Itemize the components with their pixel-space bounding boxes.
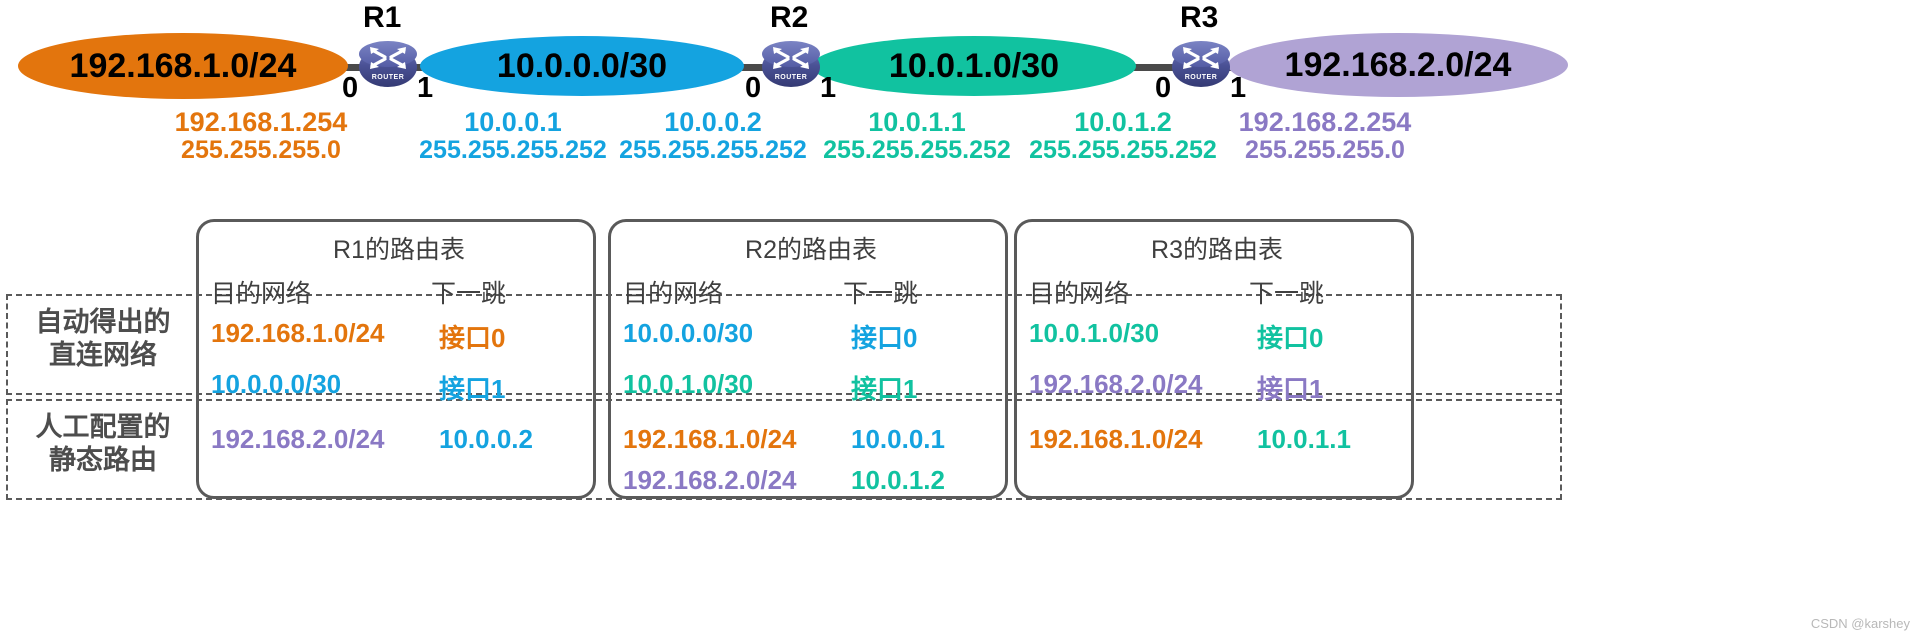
interface-mask: 255.255.255.252 xyxy=(823,136,1011,165)
route-nexthop: 接口1 xyxy=(439,374,506,404)
routing-table-title: R2的路由表 xyxy=(745,236,877,264)
category-label-line2: 静态路由 xyxy=(49,444,157,475)
router-name-r2: R2 xyxy=(770,1,809,34)
route-dest: 192.168.2.0/24 xyxy=(211,424,385,454)
category-label-line1: 自动得出的 xyxy=(35,307,171,337)
link-r3-left xyxy=(1128,64,1174,71)
column-header-nexthop: 下一跳 xyxy=(1249,280,1325,308)
routing-table-title: R3的路由表 xyxy=(1151,236,1283,264)
interface-mask: 255.255.255.0 xyxy=(181,136,341,165)
route-nexthop: 10.0.1.1 xyxy=(1257,424,1351,454)
routing-table-r3: R3的路由表 目的网络 下一跳 10.0.1.0/30 接口0 192.168.… xyxy=(1014,219,1414,499)
category-label-static: 人工配置的 静态路由 xyxy=(14,411,192,477)
route-dest: 192.168.1.0/24 xyxy=(211,318,385,348)
column-header-destination: 目的网络 xyxy=(623,280,724,308)
network-cloud-192-168-1-0: 192.168.1.0/24 xyxy=(18,33,348,99)
route-dest: 192.168.2.0/24 xyxy=(1029,369,1203,399)
router-r3-port-0: 0 xyxy=(1155,72,1172,104)
interface-mask: 255.255.255.0 xyxy=(1245,136,1405,165)
router-icon[interactable]: ROUTER xyxy=(762,41,820,93)
category-band-direct xyxy=(6,294,1562,395)
network-topology: 192.168.1.0/24 10.0.0.0/30 10.0.1.0/30 1… xyxy=(0,0,1920,200)
router-arrows-icon xyxy=(1183,47,1219,69)
column-header-nexthop: 下一跳 xyxy=(843,280,919,308)
network-cloud-10-0-1-0: 10.0.1.0/30 xyxy=(812,36,1136,96)
interface-addr-r2-e0: 10.0.0.2 255.255.255.252 xyxy=(608,107,818,165)
route-dest: 192.168.1.0/24 xyxy=(1029,424,1203,454)
interface-ip: 10.0.0.2 xyxy=(664,107,762,137)
route-dest: 10.0.1.0/30 xyxy=(623,369,754,399)
interface-addr-r3-e0: 10.0.1.2 255.255.255.252 xyxy=(1018,107,1228,165)
interface-ip: 10.0.1.2 xyxy=(1074,107,1172,137)
interface-addr-r2-e1: 10.0.1.1 255.255.255.252 xyxy=(812,107,1022,165)
route-dest: 10.0.0.0/30 xyxy=(623,318,754,348)
router-r2-port-1: 1 xyxy=(820,72,837,104)
route-dest: 10.0.0.0/30 xyxy=(211,369,342,399)
route-nexthop: 10.0.0.2 xyxy=(439,424,533,454)
route-dest: 192.168.1.0/24 xyxy=(623,424,797,454)
category-band-static xyxy=(6,399,1562,500)
route-nexthop: 接口0 xyxy=(439,323,506,353)
link-r1-left xyxy=(330,64,376,71)
route-nexthop: 接口0 xyxy=(1257,323,1324,353)
router-caption: ROUTER xyxy=(1184,74,1218,81)
category-label-line2: 直连网络 xyxy=(49,339,157,370)
network-label: 192.168.2.0/24 xyxy=(1284,45,1512,84)
network-label: 10.0.0.0/30 xyxy=(496,46,668,85)
interface-ip: 10.0.0.1 xyxy=(464,107,562,137)
routing-table-r2: R2的路由表 目的网络 下一跳 10.0.0.0/30 接口0 10.0.1.0… xyxy=(608,219,1008,499)
route-dest: 10.0.1.0/30 xyxy=(1029,318,1160,348)
route-nexthop: 接口1 xyxy=(1257,374,1324,404)
route-nexthop: 接口0 xyxy=(851,323,918,353)
router-caption: ROUTER xyxy=(774,74,808,81)
route-nexthop: 10.0.1.2 xyxy=(851,465,945,495)
route-dest: 192.168.2.0/24 xyxy=(623,465,797,495)
router-r2-port-0: 0 xyxy=(745,72,762,104)
route-nexthop: 10.0.0.1 xyxy=(851,424,945,454)
column-header-destination: 目的网络 xyxy=(211,280,312,308)
route-nexthop: 接口1 xyxy=(851,374,918,404)
interface-mask: 255.255.255.252 xyxy=(1029,136,1217,165)
router-name-r1: R1 xyxy=(363,1,402,34)
routing-table-title: R1的路由表 xyxy=(333,236,465,264)
interface-addr-r1-e0: 192.168.1.254 255.255.255.0 xyxy=(156,107,366,165)
watermark: CSDN @karshey xyxy=(1810,616,1910,631)
interface-ip: 10.0.1.1 xyxy=(868,107,966,137)
router-caption: ROUTER xyxy=(371,74,405,81)
category-label-direct: 自动得出的 直连网络 xyxy=(14,306,192,372)
column-header-destination: 目的网络 xyxy=(1029,280,1130,308)
router-icon[interactable]: ROUTER xyxy=(1172,41,1230,93)
column-header-nexthop: 下一跳 xyxy=(431,280,507,308)
interface-ip: 192.168.1.254 xyxy=(174,107,348,137)
network-cloud-192-168-2-0: 192.168.2.0/24 xyxy=(1228,33,1568,97)
interface-mask: 255.255.255.252 xyxy=(619,136,807,165)
router-name-r3: R3 xyxy=(1180,1,1219,34)
router-arrows-icon xyxy=(773,47,809,69)
router-icon[interactable]: ROUTER xyxy=(359,41,417,93)
interface-ip: 192.168.2.254 xyxy=(1238,107,1412,137)
network-cloud-10-0-0-0: 10.0.0.0/30 xyxy=(420,36,744,96)
router-r1-port-1: 1 xyxy=(417,72,434,104)
router-arrows-icon xyxy=(370,47,406,69)
routing-table-r1: R1的路由表 目的网络 下一跳 192.168.1.0/24 接口0 10.0.… xyxy=(196,219,596,499)
interface-mask: 255.255.255.252 xyxy=(419,136,607,165)
network-label: 10.0.1.0/30 xyxy=(888,46,1060,85)
interface-addr-r3-e1: 192.168.2.254 255.255.255.0 xyxy=(1218,107,1432,165)
router-r3-port-1: 1 xyxy=(1230,72,1247,104)
category-label-line1: 人工配置的 xyxy=(35,412,171,442)
network-label: 192.168.1.0/24 xyxy=(69,46,297,85)
router-r1-port-0: 0 xyxy=(342,72,359,104)
interface-addr-r1-e1: 10.0.0.1 255.255.255.252 xyxy=(408,107,618,165)
